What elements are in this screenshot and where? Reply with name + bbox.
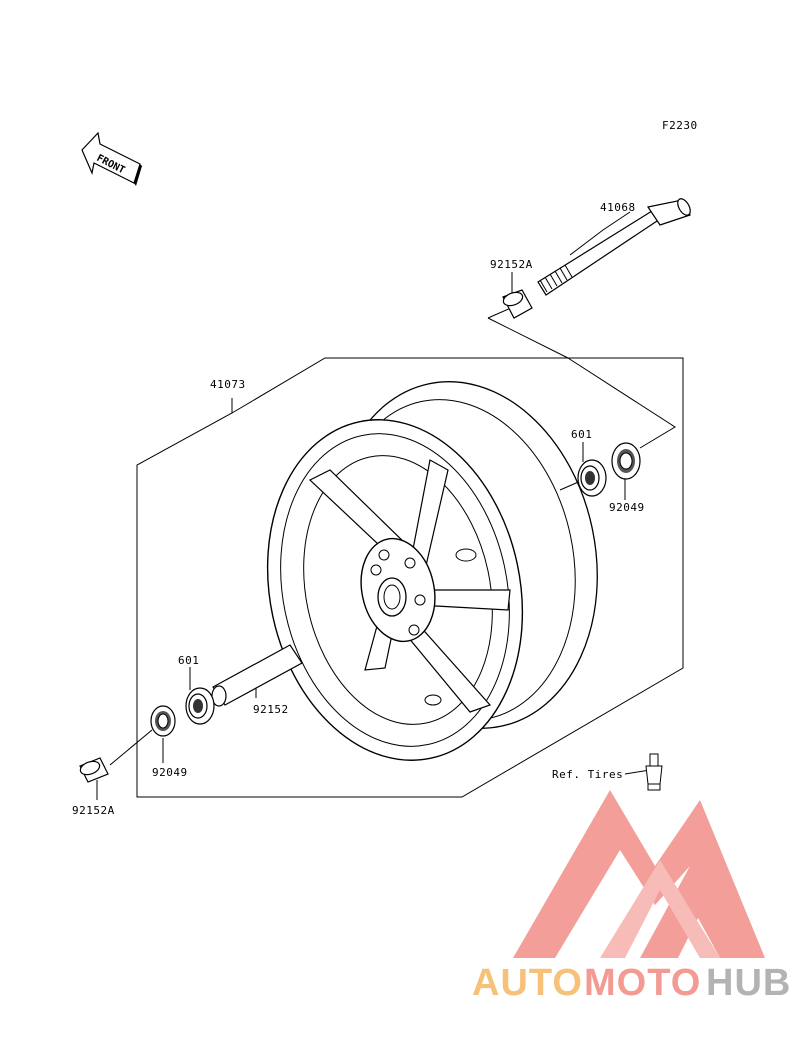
watermark-word-hub: HUB xyxy=(706,962,791,1004)
label-601-left: 601 xyxy=(178,654,199,667)
seal-right xyxy=(611,442,641,480)
spacer xyxy=(211,644,303,707)
label-601-right: 601 xyxy=(571,428,592,441)
bearing-right xyxy=(577,459,607,497)
watermark-logo xyxy=(513,790,765,958)
label-92049-left: 92049 xyxy=(152,766,188,779)
label-41073: 41073 xyxy=(210,378,246,391)
bearing-left xyxy=(185,687,215,725)
label-92152a-bottom: 92152A xyxy=(72,804,115,817)
label-92049-right: 92049 xyxy=(609,501,645,514)
front-direction-arrow: FRONT xyxy=(81,131,142,186)
collar-top xyxy=(502,289,533,319)
axle xyxy=(537,198,691,296)
label-92152a-top: 92152A xyxy=(490,258,533,271)
collar-bottom xyxy=(79,757,109,783)
figure-code: F2230 xyxy=(662,119,698,132)
seal-left xyxy=(150,705,176,737)
label-92152: 92152 xyxy=(253,703,289,716)
label-ref-tires: Ref. Tires xyxy=(552,768,623,781)
label-41068: 41068 xyxy=(600,201,636,214)
wheel xyxy=(266,381,598,761)
valve xyxy=(645,753,663,791)
watermark-word-auto: AUTO xyxy=(472,962,583,1004)
watermark-word-moto: MOTO xyxy=(584,962,701,1004)
